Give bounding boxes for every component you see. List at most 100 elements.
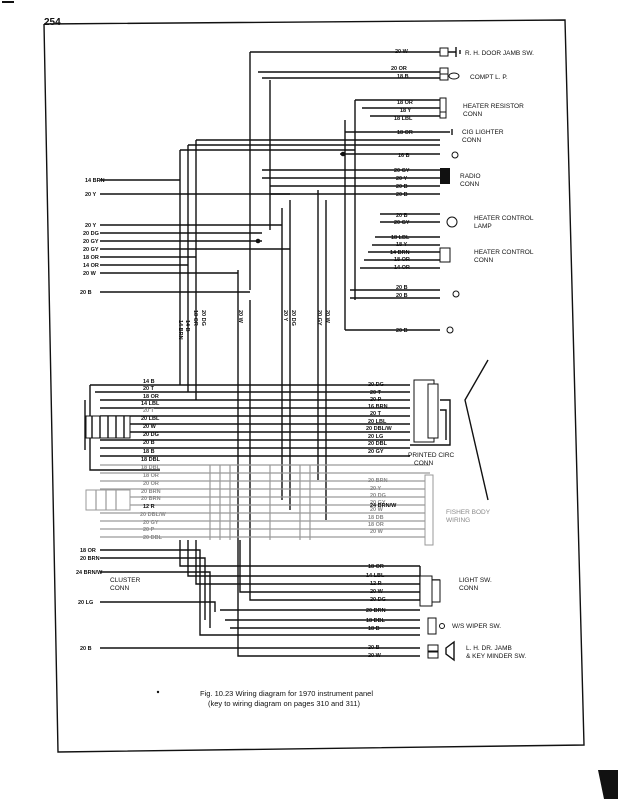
wire-label: 20 GY <box>394 220 410 226</box>
wire-label: 18 OR <box>394 257 410 263</box>
printed-side-labels: 20 DG 20 T 20 P 16 BRN 20 T 20 LBL 20 DB… <box>366 382 455 467</box>
wire-label: 20 P <box>370 397 382 403</box>
wire-label: 18 OR <box>397 130 413 136</box>
wire-label: 20 B <box>396 328 408 334</box>
printed-circ-label-2: CONN <box>414 460 433 467</box>
wire-label: 18 OR <box>368 564 384 570</box>
wire-label: 16 B <box>398 153 410 159</box>
wire-label: 20 W <box>370 529 384 535</box>
fisher-body-label: FISHER BODY <box>446 509 491 516</box>
wire-label: 18 DBL <box>366 618 386 624</box>
cluster-connectors <box>85 415 131 511</box>
bracket-line <box>464 359 489 501</box>
cluster-side-labels: 14 B 20 T 18 OR 14 LBL 20 T 20 LBL 20 W … <box>140 379 166 541</box>
wire-label: 20 Y <box>282 310 288 322</box>
wire-label: 20 B <box>396 192 408 198</box>
top-right-wire-labels: 20 W 20 OR 18 B 18 OR 18 Y 18 LBL 18 OR … <box>390 49 413 334</box>
top-connectors <box>439 47 461 334</box>
caption-line-1: Fig. 10.23 Wiring diagram for 1970 instr… <box>200 689 373 698</box>
heater-control-conn-label-2: CONN <box>474 257 493 264</box>
wire-label: 20 LG <box>368 434 383 440</box>
wire-label: 20 DG <box>200 310 206 326</box>
wire-label: 18 OR <box>397 100 413 106</box>
wire-label: 20 GY <box>394 168 410 174</box>
wire-label: 20 DBL/W <box>140 512 166 518</box>
wire-label: 20 DG <box>83 231 99 237</box>
component-labels-top: R. H. DOOR JAMB SW. COMPT L. P. HEATER R… <box>460 50 534 264</box>
wire-label: 16 BRN <box>368 404 388 410</box>
wire-label: 20 DG <box>370 493 386 499</box>
wire-label: 20 GY <box>370 500 386 506</box>
wire-label: 18 LBL <box>391 235 410 241</box>
cig-lighter-label-2: CONN <box>462 137 481 144</box>
wire-label: 18 B <box>143 449 155 455</box>
wire-label: 20 B <box>368 645 380 651</box>
wire-label: 14 OR <box>394 265 410 271</box>
wire-label: 18 DBL <box>141 465 161 471</box>
cluster-label-2: CONN <box>110 585 129 592</box>
cig-lighter-label: CIG LIGHTER <box>462 129 504 136</box>
wire-label: 20 LBL <box>368 419 387 425</box>
wire-label: 20 Y <box>85 192 97 198</box>
lh-dr-jamb-label-2: & KEY MINDER SW. <box>466 653 526 660</box>
wire-label: 18 LBL <box>394 116 413 122</box>
heater-control-conn-label: HEATER CONTROL <box>474 249 534 256</box>
wire-label: 18 OR <box>83 255 99 261</box>
wire-label: 20 BRN <box>368 478 388 484</box>
wire-label: 18 DBL <box>141 457 161 463</box>
wire-label: 20 GY <box>316 310 322 326</box>
wire-label: 20 B <box>396 213 408 219</box>
wire-label: 20 GY <box>368 449 384 455</box>
wire-label: 20 DBL <box>143 535 163 541</box>
wire-label: 20 DG <box>370 597 386 603</box>
printed-circ-connector <box>410 379 451 446</box>
wire-label: 20 B <box>80 290 92 296</box>
middle-wire-bundle <box>84 300 430 650</box>
wire-label: 24 BRN/W <box>370 503 397 509</box>
fisher-body-label-2: WIRING <box>446 517 470 524</box>
wire-label: 20 Y <box>396 176 408 182</box>
wire-label: 12 R <box>143 504 155 510</box>
page-number: 254 <box>44 17 61 28</box>
page-border <box>43 19 585 753</box>
top-wire-bundle <box>100 51 440 331</box>
wire-label: 20 DBL/W <box>366 426 392 432</box>
left-wire-labels: 14 BRN 20 Y 20 Y 20 DG 20 GY 20 GY 18 OR… <box>80 178 105 296</box>
wire-label: 20 LBL <box>141 416 160 422</box>
rh-door-jamb-label: R. H. DOOR JAMB SW. <box>465 50 534 57</box>
wire-label: 14 LBL <box>141 401 160 407</box>
wire-label: 20 OR <box>143 481 159 487</box>
bottom-connectors <box>419 575 455 662</box>
wire-label: 20 T <box>370 390 382 396</box>
fisher-side-labels: 20 BRN 20 Y 20 DG 20 GY 20 W 24 BRN/W 18… <box>368 478 491 535</box>
wire-label: 20 P <box>143 527 155 533</box>
wire-label: 20 W <box>395 49 409 55</box>
wire-label: 20 GY <box>83 239 99 245</box>
bottom-wire-bundle <box>100 540 440 657</box>
wire-label: 14 B <box>143 379 155 385</box>
wire-label: 20 B <box>143 440 155 446</box>
wire-label: 20 W <box>324 310 330 324</box>
wire-label: 20 T <box>143 408 155 414</box>
lh-dr-jamb-label: L. H. DR. JAMB <box>466 645 512 652</box>
wire-label: 20 W <box>370 589 384 595</box>
wire-label: 18 OR <box>143 473 159 479</box>
wire-label: 20 B <box>80 646 92 652</box>
wire-label: 20 BRN <box>366 608 386 614</box>
ws-wiper-label: W/S WIPER SW. <box>452 623 501 630</box>
wire-label: 20 B <box>396 293 408 299</box>
wire-label: 14 BRN <box>85 178 105 184</box>
wire-label: 18 Y <box>396 242 408 248</box>
wire-label: 14 OR <box>83 263 99 269</box>
wire-label: 20 B <box>396 184 408 190</box>
wire-label: 18 OR <box>80 548 96 554</box>
compt-lp-label: COMPT L. P. <box>470 74 508 81</box>
wire-label: 20 Y <box>85 223 97 229</box>
wire-label: 18 B <box>368 626 380 632</box>
wire-label: 20 LG <box>78 600 93 606</box>
wire-label: 18 Y <box>400 108 412 114</box>
wire-label: 20 DG <box>143 432 159 438</box>
wire-label: 20 BRN <box>141 496 161 502</box>
wire-label: 18 OR <box>143 394 159 400</box>
